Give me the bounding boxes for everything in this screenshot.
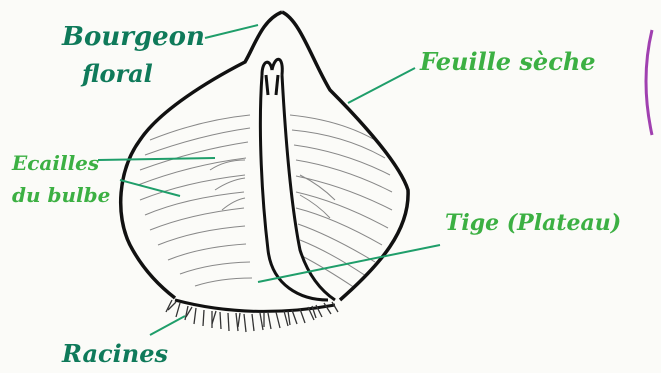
label-feuille: Feuille sèche: [419, 47, 596, 76]
label-bourgeon-line2: floral: [80, 59, 153, 88]
leader-feuille: [348, 68, 415, 103]
label-ecailles-line2: du bulbe: [12, 183, 110, 207]
label-ecailles-line1: Ecailles: [11, 151, 99, 175]
bulb-outline: [121, 12, 408, 300]
label-racines: Racines: [61, 339, 168, 368]
leader-bourgeon: [205, 25, 258, 38]
label-bourgeon-line1: Bourgeon: [61, 22, 205, 52]
label-tige: Tige (Plateau): [445, 210, 621, 236]
leader-ecailles-1: [98, 158, 215, 160]
basal-plate: [175, 300, 335, 311]
leader-racines: [150, 316, 185, 335]
bulb-stem: [260, 75, 335, 300]
leader-ecailles-2: [120, 180, 180, 196]
leader-tige: [258, 245, 440, 282]
flower-bud: [262, 59, 282, 95]
purple-edge-mark: [646, 30, 652, 135]
